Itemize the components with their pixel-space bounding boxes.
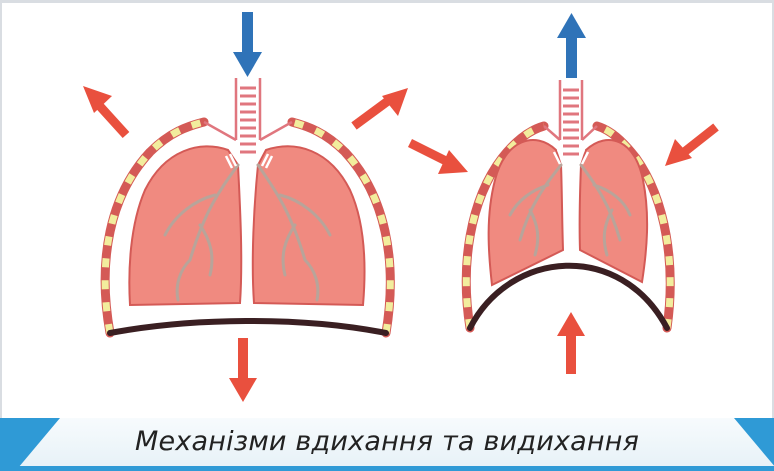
inhale-left-lung (129, 146, 241, 305)
exhale-arrow-in-right (665, 127, 716, 166)
caption-bar: Механізми вдихання та видихання (0, 418, 774, 471)
exhale-arrow-up (557, 312, 585, 374)
inhale-arrow-up-right (354, 88, 408, 126)
exhalation-panel (410, 13, 716, 374)
caption-accent-bottom (0, 466, 774, 471)
figure-caption: Механізми вдихання та видихання (0, 426, 774, 457)
exhale-arrow-in-left (410, 143, 468, 174)
inhalation-panel (83, 12, 408, 402)
inhale-arrow-down (229, 338, 257, 402)
breathing-diagram (0, 0, 774, 418)
exhale-air-out-arrow (557, 13, 586, 78)
inhale-air-in-arrow (233, 12, 262, 77)
inhale-right-lung (253, 146, 365, 305)
inhale-diaphragm (110, 321, 386, 333)
inhale-arrow-up-left (83, 86, 126, 135)
exhale-right-lung (580, 140, 648, 282)
